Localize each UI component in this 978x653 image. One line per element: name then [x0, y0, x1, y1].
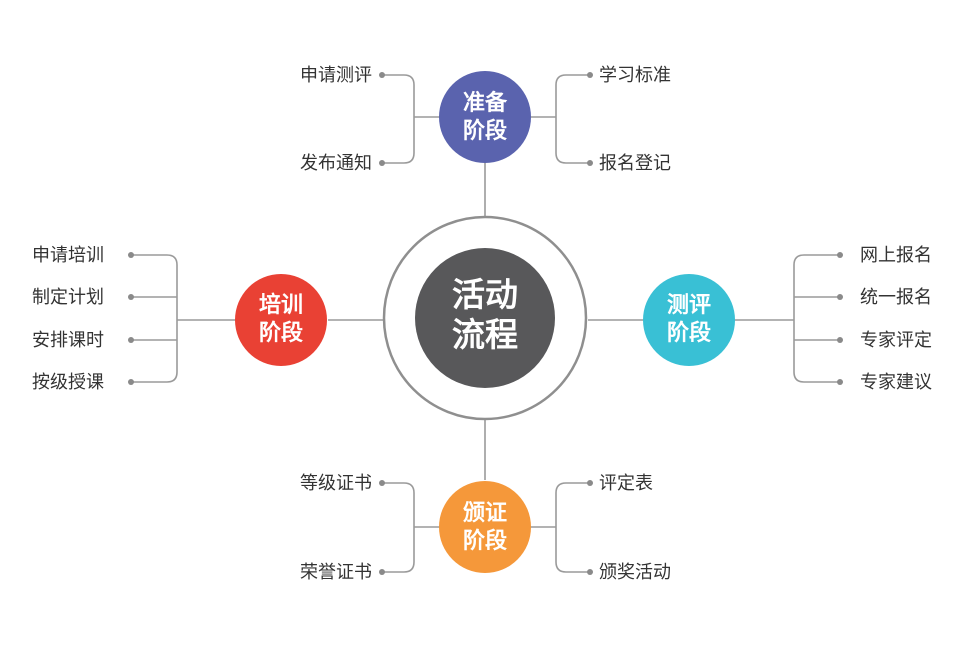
prep-label-line2: 阶段 — [463, 118, 507, 144]
eval-phase: 测评 阶段 网上报名 统一报名 专家评定 专家建议 — [643, 245, 932, 393]
training-dot-3 — [128, 337, 134, 343]
eval-item-3: 专家评定 — [860, 330, 932, 351]
cert-item-1: 等级证书 — [300, 473, 372, 494]
prep-item-3: 学习标准 — [599, 65, 671, 86]
eval-bracket — [734, 254, 840, 383]
eval-item-4: 专家建议 — [860, 372, 932, 393]
prep-label-line1: 准备 — [463, 90, 508, 116]
center-label-line2: 流程 — [452, 315, 518, 354]
training-label-line1: 培训 — [259, 292, 303, 318]
prep-dot-3 — [587, 72, 593, 78]
eval-dot-1 — [837, 252, 843, 258]
eval-dot-4 — [837, 379, 843, 385]
eval-label-line2: 阶段 — [667, 320, 711, 346]
cert-phase: 颁证 阶段 等级证书 荣誉证书 评定表 颁奖活动 — [300, 473, 671, 583]
eval-label-line1: 测评 — [667, 293, 711, 318]
eval-dot-2 — [837, 294, 843, 300]
training-dot-4 — [128, 379, 134, 385]
cert-left-bracket — [382, 482, 440, 573]
cert-label-line2: 阶段 — [463, 528, 507, 554]
training-item-1: 申请培训 — [32, 245, 104, 266]
training-item-4: 按级授课 — [32, 372, 104, 393]
prep-item-2: 发布通知 — [300, 153, 372, 174]
cert-circle — [439, 481, 531, 573]
training-item-3: 安排课时 — [32, 330, 104, 351]
prep-phase: 准备 阶段 申请测评 发布通知 学习标准 报名登记 — [300, 65, 671, 174]
eval-item-2: 统一报名 — [860, 287, 932, 308]
prep-right-bracket — [530, 74, 590, 164]
cert-dot-4 — [587, 569, 593, 575]
training-dot-2 — [128, 294, 134, 300]
trunk-connectors — [328, 160, 645, 480]
training-item-2: 制定计划 — [32, 287, 104, 308]
prep-item-4: 报名登记 — [599, 153, 671, 174]
center-circle — [415, 248, 555, 388]
training-phase: 培训 阶段 申请培训 制定计划 安排课时 按级授课 — [32, 245, 327, 393]
center-label-line1: 活动 — [452, 275, 518, 314]
training-dot-1 — [128, 252, 134, 258]
center-node: 活动 流程 — [382, 215, 588, 421]
eval-item-1: 网上报名 — [860, 245, 932, 266]
eval-dot-3 — [837, 337, 843, 343]
cert-dot-2 — [379, 569, 385, 575]
training-label-line2: 阶段 — [259, 320, 303, 346]
cert-item-2: 荣誉证书 — [300, 562, 372, 583]
training-circle — [235, 274, 327, 366]
eval-circle — [643, 274, 735, 366]
prep-item-1: 申请测评 — [300, 65, 372, 86]
cert-label-line1: 颁证 — [463, 501, 507, 526]
training-bracket — [131, 254, 236, 383]
prep-dot-1 — [379, 72, 385, 78]
cert-dot-1 — [379, 480, 385, 486]
cert-dot-3 — [587, 480, 593, 486]
prep-left-bracket — [382, 74, 440, 164]
prep-circle — [439, 71, 531, 163]
cert-item-4: 颁奖活动 — [599, 562, 671, 583]
prep-dot-4 — [587, 160, 593, 166]
cert-item-3: 评定表 — [599, 473, 653, 494]
cert-right-bracket — [530, 482, 590, 573]
prep-dot-2 — [379, 160, 385, 166]
